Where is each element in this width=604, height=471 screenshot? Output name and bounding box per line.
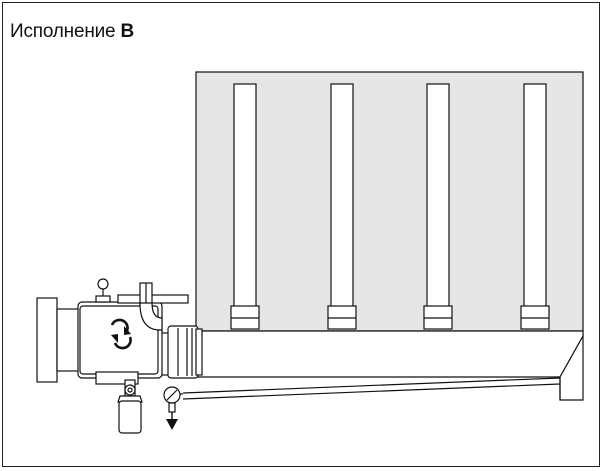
rotation-arrows-icon (110, 318, 132, 350)
caption-variant: B (120, 21, 135, 42)
burner-unit (36, 278, 189, 434)
pressure-gauge-icon (163, 386, 183, 413)
caption-prefix: Исполнение (10, 21, 116, 42)
return-pipe (182, 377, 561, 400)
radiant-tube-1 (230, 83, 260, 330)
combustion-chamber (195, 71, 584, 332)
radiant-tube-3 (423, 83, 453, 330)
connection-flange (159, 325, 203, 379)
radiant-tube-2 (327, 83, 357, 330)
drain-arrow-icon (166, 412, 178, 430)
diagram-caption: Исполнение B (10, 22, 134, 41)
radiant-tube-4 (520, 83, 550, 330)
radiant-tubes (230, 83, 550, 330)
